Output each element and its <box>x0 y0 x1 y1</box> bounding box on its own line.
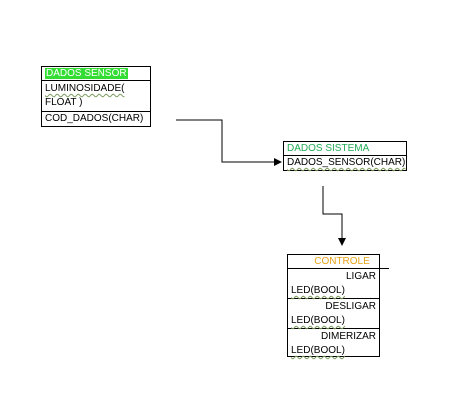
entity-controle-item-ligar: LIGAR LED(BOOL) <box>288 269 379 299</box>
entity-dados-sistema: DADOS SISTEMA DADOS_SENSOR(CHAR) <box>283 141 407 171</box>
entity-dados-sensor-title: DADOS SENSOR <box>42 67 150 81</box>
controle-item-desligar-line-1: DESLIGAR <box>325 301 376 312</box>
controle-title-rule-extension <box>380 268 389 269</box>
controle-item-ligar-line-2: LED(BOOL) <box>291 285 345 296</box>
controle-item-desligar-line-2: LED(BOOL) <box>291 315 345 326</box>
field-cod-dados-text: COD_DADOS(CHAR) <box>45 113 144 124</box>
field-luminosidade-line-2: FLOAT ) <box>45 97 83 108</box>
entity-dados-sensor: DADOS SENSOR LUMINOSIDADE( FLOAT ) COD_D… <box>41 66 151 127</box>
entity-controle-item-dimerizar: DIMERIZAR LED(BOOL) <box>288 329 379 359</box>
controle-item-dimerizar-line-2: LED(BOOL) <box>291 345 345 356</box>
field-dados-sensor-text: DADOS_SENSOR(CHAR) <box>287 157 406 168</box>
arrow-sensor-to-sistema <box>176 119 282 166</box>
entity-controle-title: CONTROLE <box>288 255 379 269</box>
entity-controle-item-desligar: DESLIGAR LED(BOOL) <box>288 299 379 329</box>
entity-controle: CONTROLE LIGAR LED(BOOL) DESLIGAR LED(BO… <box>287 254 380 357</box>
controle-item-dimerizar-line-1: DIMERIZAR <box>321 331 376 342</box>
field-luminosidade-line-1: LUMINOSIDADE( <box>45 83 125 94</box>
entity-dados-sensor-field-cod-dados: COD_DADOS(CHAR) <box>42 112 150 126</box>
entity-dados-sensor-field-luminosidade: LUMINOSIDADE( FLOAT ) <box>42 81 150 112</box>
entity-dados-sistema-field-dados-sensor: DADOS_SENSOR(CHAR) <box>284 156 406 170</box>
arrow-sistema-to-controle <box>322 186 346 246</box>
entity-dados-sistema-title: DADOS SISTEMA <box>284 142 406 156</box>
entity-dados-sensor-title-text: DADOS SENSOR <box>45 68 128 79</box>
controle-item-ligar-line-1: LIGAR <box>345 271 376 282</box>
